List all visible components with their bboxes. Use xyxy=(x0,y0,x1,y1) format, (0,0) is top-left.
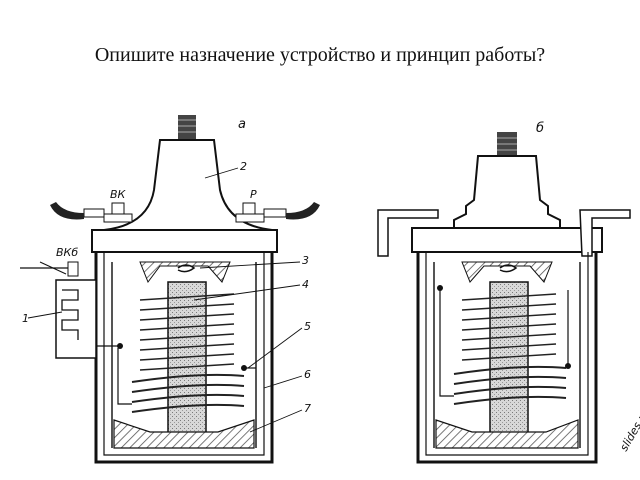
cover-plate-a xyxy=(91,229,278,253)
insulating-cap-b xyxy=(453,155,561,229)
callout-6: 6 xyxy=(304,368,311,381)
callout-7: 7 xyxy=(304,402,311,415)
core-b xyxy=(489,281,529,443)
terminal-vkb xyxy=(20,261,79,277)
bottom-insulator-a xyxy=(113,419,255,449)
additional-resistor xyxy=(55,279,118,359)
diagram-a xyxy=(20,115,320,464)
callout-3: 3 xyxy=(302,254,309,267)
slide-title: Опишите назначение устройство и принцип … xyxy=(94,44,546,66)
terminal-vk xyxy=(50,202,133,223)
secondary-winding-b xyxy=(461,293,557,361)
primary-winding-b xyxy=(453,365,567,405)
callout-4: 4 xyxy=(302,278,309,291)
label-vkb: ВКб xyxy=(56,246,78,259)
primary-winding-a xyxy=(131,373,245,413)
label-p: Р xyxy=(250,188,257,201)
caption-a: а xyxy=(238,117,246,132)
cover-plate-b xyxy=(411,227,603,253)
callout-2: 2 xyxy=(240,160,247,173)
housing-b xyxy=(416,252,598,464)
callout-5: 5 xyxy=(304,320,311,333)
bottom-insulator-b xyxy=(435,419,579,449)
terminal-stud-a xyxy=(178,115,196,139)
label-vk: ВК xyxy=(110,188,127,201)
terminal-bracket-right-b xyxy=(579,209,631,257)
terminal-bracket-left-b xyxy=(377,209,439,257)
diagram-b xyxy=(377,132,631,464)
caption-b: б xyxy=(536,121,544,136)
callout-leaders-a xyxy=(27,167,303,433)
secondary-winding-a xyxy=(139,293,235,371)
callout-1: 1 xyxy=(22,312,29,325)
terminal-p xyxy=(235,202,320,223)
corner-watermark: slides.ru xyxy=(617,407,640,454)
